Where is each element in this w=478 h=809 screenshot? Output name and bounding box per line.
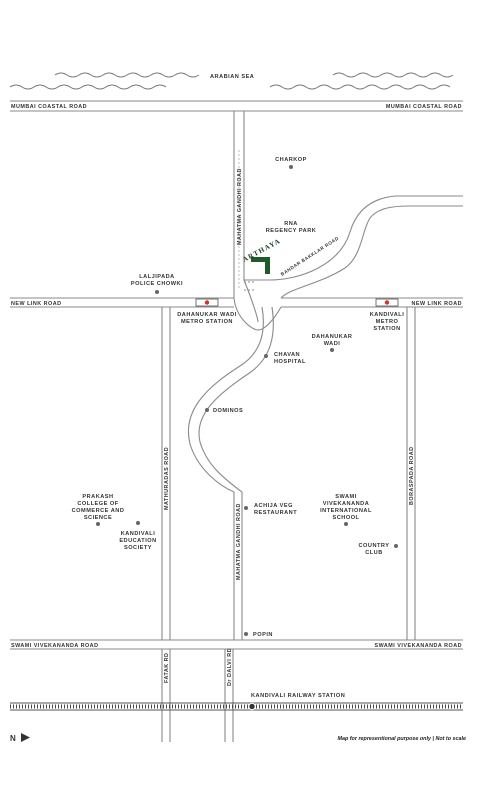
- label-kandivali-metro-2: METRO: [376, 319, 399, 325]
- label-svis-2: VIVEKANANDA: [323, 501, 370, 507]
- label-prakash-3: COMMERCE AND: [72, 508, 125, 514]
- label-svis-4: SCHOOL: [333, 515, 360, 521]
- label-kes-3: SOCIETY: [124, 545, 152, 551]
- label-kandivali-metro-3: STATION: [373, 326, 400, 332]
- road-label-coastal-left: MUMBAI COASTAL ROAD: [11, 104, 87, 110]
- road-label-sv-road-right: SWAMI VIVEKANANDA ROAD: [375, 643, 462, 649]
- road-network: [10, 100, 463, 742]
- label-prakash-2: COLLEGE OF: [77, 501, 118, 507]
- label-dahanukar-wadi-1: DAHANUKAR: [312, 334, 353, 340]
- label-dahanukar-metro-2: METRO STATION: [181, 319, 233, 325]
- label-dahanukar-wadi-2: WADI: [324, 341, 341, 347]
- road-label-bandar: BANDAR BAKKLAR ROAD: [280, 235, 340, 276]
- label-kes-2: EDUCATION: [119, 538, 156, 544]
- metro-marker-dahanukar: [195, 298, 219, 307]
- label-prakash-1: PRAKASH: [82, 494, 113, 500]
- north-arrow-icon: [21, 733, 30, 742]
- label-svis-1: SWAMI: [335, 494, 356, 500]
- road-label-sv-road-left: SWAMI VIVEKANANDA ROAD: [11, 643, 98, 649]
- label-prakash-4: SCIENCE: [84, 515, 112, 521]
- railway-track: [10, 702, 463, 711]
- arthaya-project-marker: [251, 257, 270, 274]
- road-label-mg-road-bottom: MAHATMA GANDHI ROAD: [236, 503, 242, 580]
- label-country-club-1: COUNTRY: [359, 543, 390, 549]
- road-label-fatak: FATAK RD: [164, 653, 170, 683]
- label-dominos: DOMINOS: [213, 408, 243, 414]
- label-kes-1: KANDIVALI: [121, 531, 156, 537]
- label-rna-1: RNA: [284, 221, 298, 227]
- road-label-dalvi: Dr DALVI RD: [227, 648, 233, 686]
- label-dahanukar-metro-1: DAHANUKAR WADI: [177, 312, 237, 318]
- sea-waves: [9, 72, 454, 90]
- road-label-new-link-right: NEW LINK ROAD: [411, 301, 462, 307]
- road-label-new-link-left: NEW LINK ROAD: [11, 301, 62, 307]
- railway-station-marker: [248, 702, 256, 711]
- road-label-mg-road-top: MAHATMA GANDHI ROAD: [237, 168, 243, 245]
- label-popin: POPIN: [253, 632, 273, 638]
- label-chavan-1: CHAVAN: [274, 352, 300, 358]
- label-svis-3: INTERNATIONAL: [320, 508, 372, 514]
- sea-label: ARABIAN SEA: [210, 74, 254, 80]
- label-charkop: CHARKOP: [275, 157, 307, 163]
- label-country-club-2: CLUB: [365, 550, 383, 556]
- label-achija-2: RESTAURANT: [254, 510, 297, 516]
- label-laljipada-1: LALJIPADA: [139, 274, 174, 280]
- road-label-boraspada: BORASPADA ROAD: [409, 446, 415, 505]
- label-chavan-2: HOSPITAL: [274, 359, 306, 365]
- label-achija-1: ACHIJA VEG: [254, 503, 293, 509]
- road-label-mathuradas: MATHURADAS ROAD: [164, 447, 170, 510]
- label-railway-station: KANDIVALI RAILWAY STATION: [251, 693, 345, 699]
- label-laljipada-2: POLICE CHOWKI: [131, 281, 183, 287]
- metro-marker-kandivali: [375, 298, 399, 307]
- label-rna-2: REGENCY PARK: [266, 228, 317, 234]
- road-label-coastal-right: MUMBAI COASTAL ROAD: [386, 104, 462, 110]
- landmark-dots: [96, 165, 398, 636]
- north-indicator-label: N: [10, 734, 16, 743]
- label-kandivali-metro-1: KANDIVALI: [370, 312, 405, 318]
- scale-note: Map for representional purpose only | No…: [337, 736, 466, 742]
